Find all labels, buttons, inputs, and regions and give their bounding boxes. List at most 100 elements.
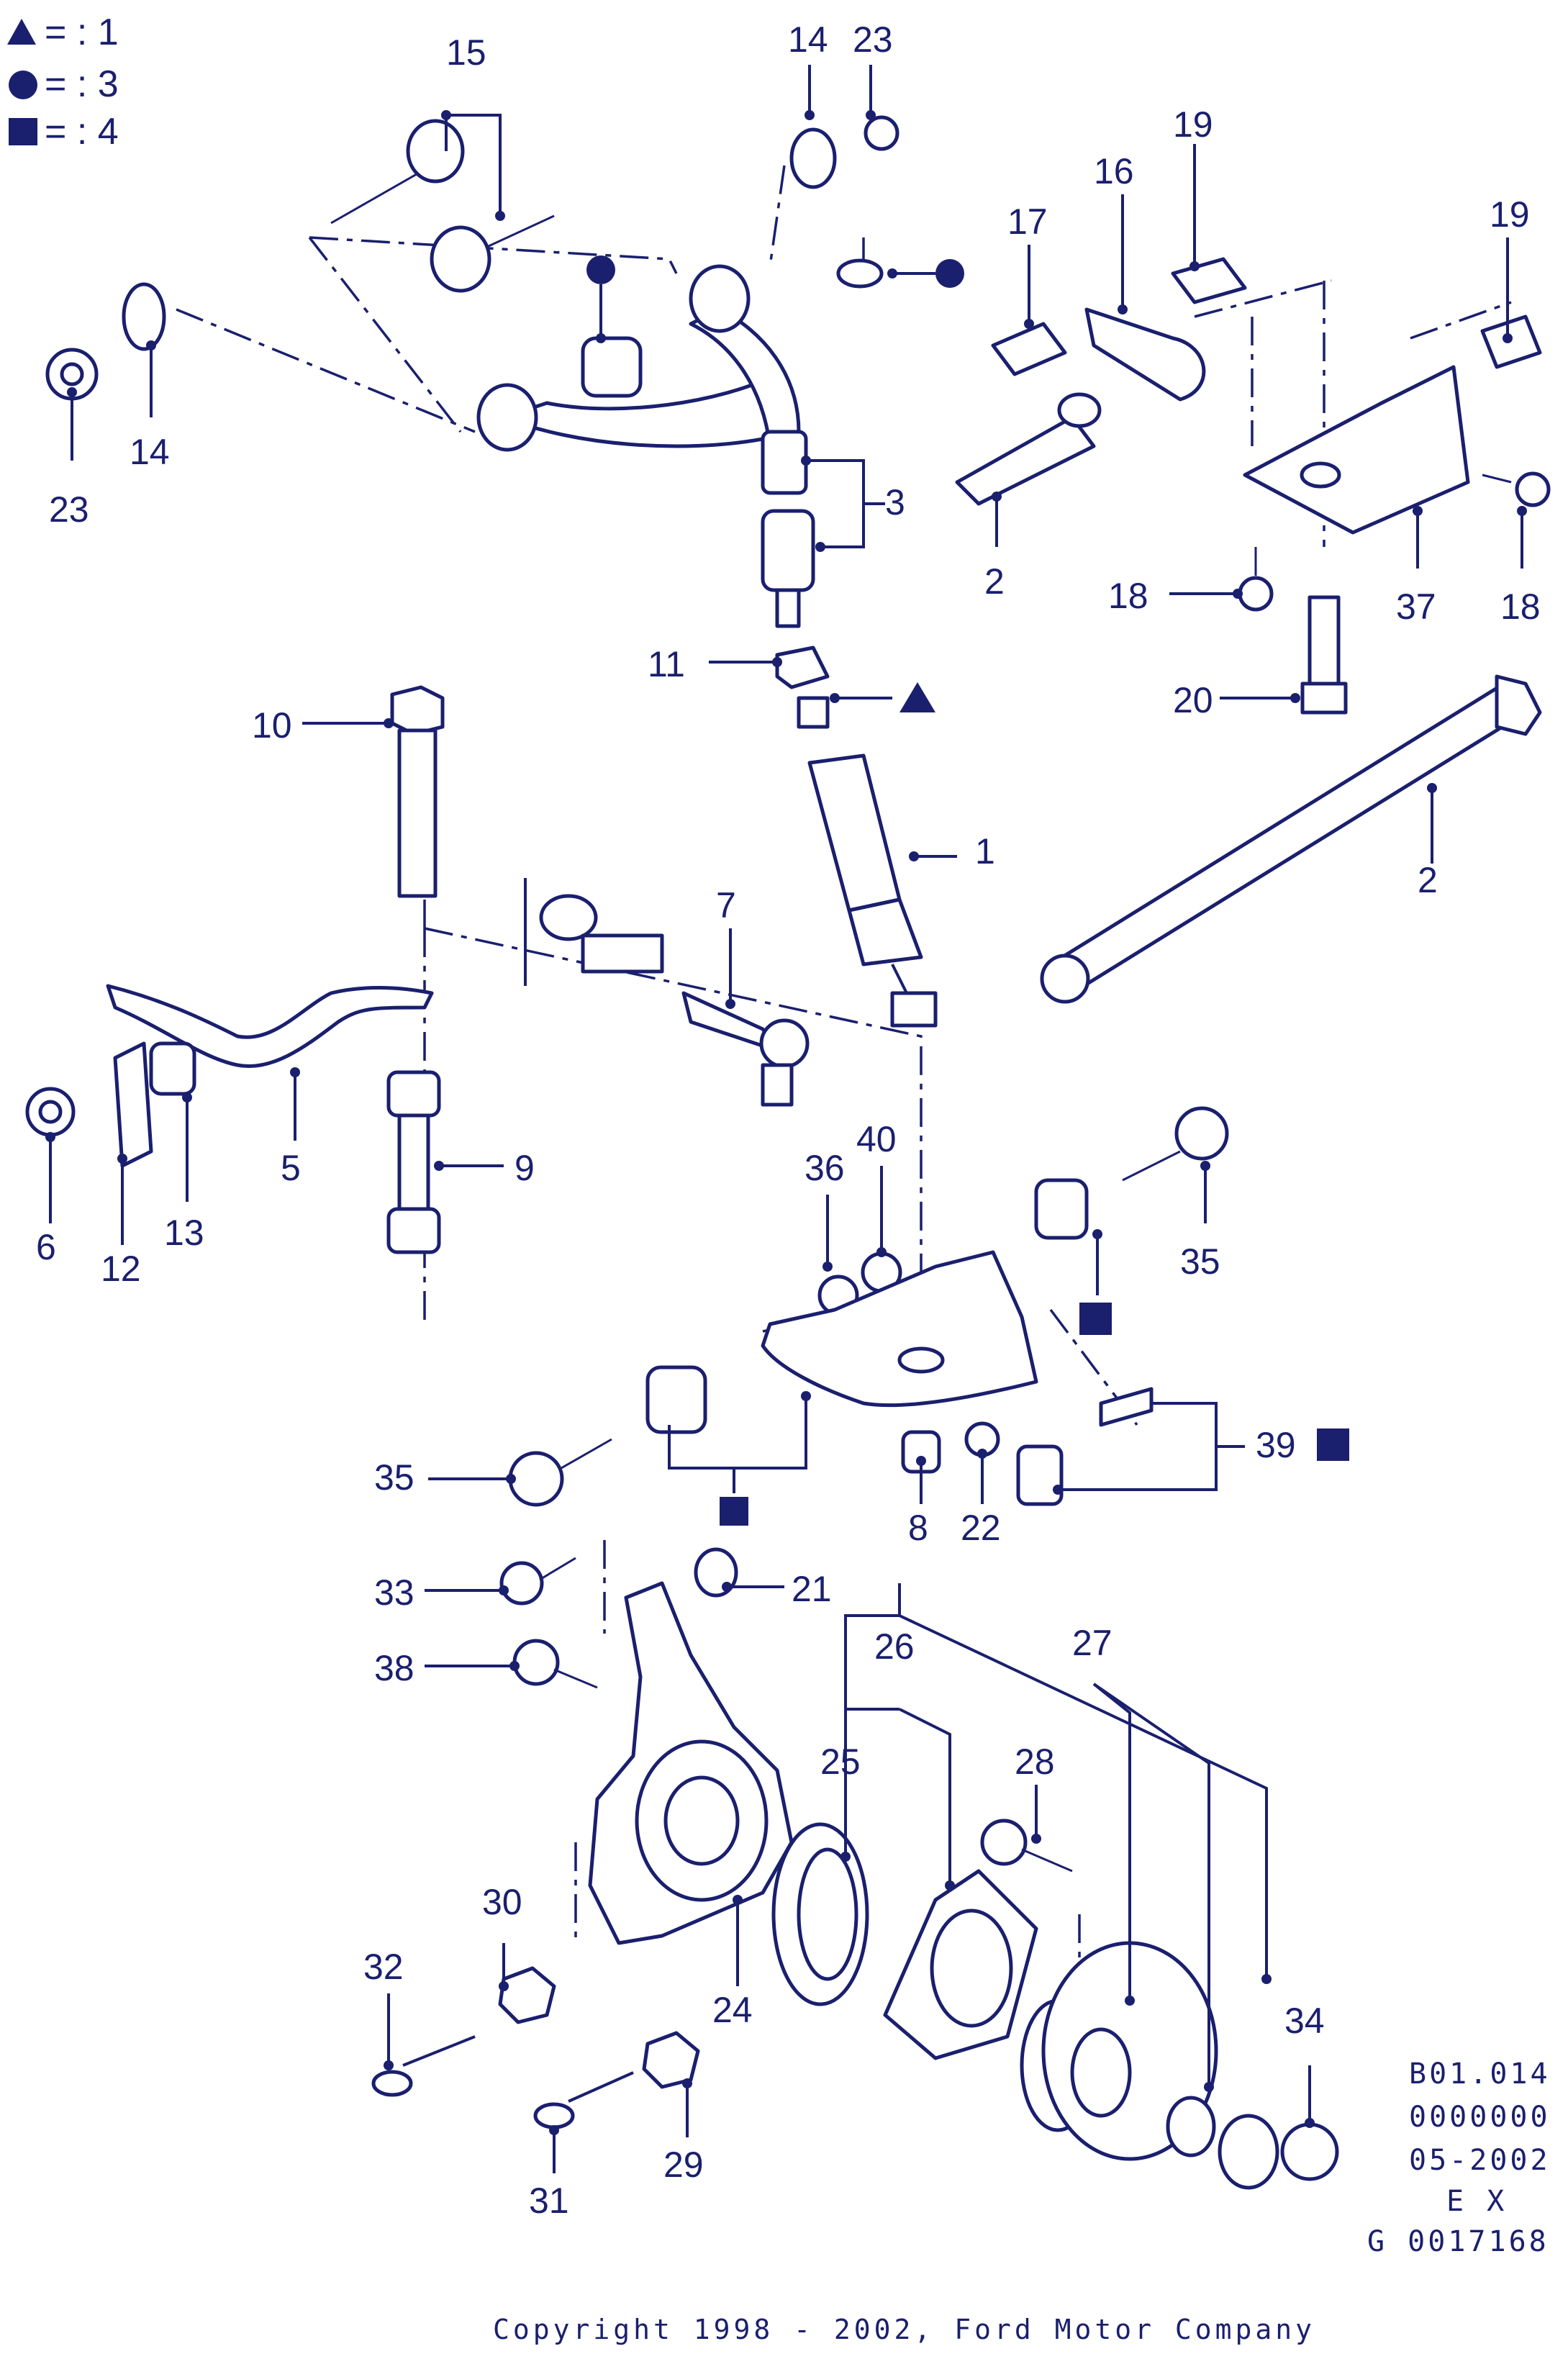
- callout-31: 31: [529, 2181, 569, 2221]
- callout-20: 20: [1173, 680, 1213, 720]
- bracket-19-b: [1480, 314, 1542, 369]
- callout-17: 17: [1007, 202, 1048, 242]
- callout-13: 13: [164, 1213, 204, 1253]
- callout-14-left: 14: [130, 432, 170, 472]
- ball-joint-39: [1016, 1303, 1349, 1506]
- reference-line-1: B01.014: [1409, 2057, 1551, 2091]
- callout-10: 10: [252, 705, 292, 746]
- callout-14-top: 14: [788, 19, 828, 60]
- callout-18-right: 18: [1500, 587, 1541, 627]
- callout-7: 7: [716, 885, 736, 925]
- callout-29: 29: [663, 2145, 704, 2185]
- legend-triangle-symbol: [7, 19, 36, 45]
- copyright-text: Copyright 1998 - 2002, Ford Motor Compan…: [493, 2314, 1315, 2345]
- callout-19-a: 19: [1173, 104, 1213, 145]
- callout-24: 24: [712, 1990, 753, 2030]
- end-link-7: [681, 991, 810, 1107]
- bolt-18-left: [1238, 547, 1274, 612]
- callout-5: 5: [281, 1148, 301, 1188]
- callout-38: 38: [374, 1648, 414, 1688]
- hub-27: [1020, 1941, 1218, 2161]
- callout-30: 30: [482, 1882, 522, 1922]
- reference-line-3: 05-2002: [1409, 2144, 1551, 2177]
- callout-22: 22: [961, 1508, 1001, 1548]
- callout-18-left: 18: [1108, 576, 1148, 616]
- callout-37: 37: [1396, 587, 1436, 627]
- callout-34: 34: [1284, 2001, 1325, 2041]
- seal-25: [771, 1822, 869, 2006]
- bearing-housing-26: [883, 1869, 1038, 2060]
- bracket-12: [113, 1041, 153, 1168]
- pin-2-short: [955, 392, 1102, 506]
- upper-control-arm-3: [476, 264, 815, 628]
- bracket-19-a: [1171, 257, 1247, 304]
- rod-2-long: [1040, 674, 1542, 1004]
- callout-23-top: 23: [853, 19, 893, 60]
- callout-40: 40: [856, 1119, 897, 1159]
- callout-15: 15: [446, 32, 486, 73]
- reference-line-2: 0000000: [1409, 2101, 1551, 2134]
- callout-labels: 15 14 23 14 23 3 17 16 19 19 2 18 18 37 …: [36, 19, 1541, 2221]
- callout-35-left: 35: [374, 1457, 414, 1498]
- legend-square-symbol: [9, 118, 37, 145]
- bushing-circle-right: [836, 258, 964, 289]
- legend: = : 1 = : 3 = : 4: [7, 12, 119, 153]
- cotter-pin-31: [533, 2071, 634, 2129]
- legend-square-text: = : 4: [45, 111, 119, 153]
- nut-6: [25, 1087, 76, 1137]
- cam-16: [1084, 307, 1206, 402]
- bolt-18-right: [1482, 471, 1551, 507]
- reference-line-4: E X: [1446, 2185, 1507, 2218]
- callout-2-short: 2: [984, 561, 1005, 602]
- bolt-upper-link: [524, 878, 664, 986]
- callout-23-left: 23: [49, 489, 89, 530]
- callout-9: 9: [515, 1148, 535, 1188]
- callout-6: 6: [36, 1227, 56, 1267]
- callout-28: 28: [1015, 1742, 1055, 1782]
- plate-17: [991, 322, 1067, 376]
- callout-12: 12: [101, 1249, 141, 1289]
- link-9: [386, 1070, 441, 1254]
- shock-absorber-1: [797, 696, 938, 1028]
- upper-bolts-15: [330, 119, 555, 293]
- bolt-28: [980, 1819, 1073, 1873]
- parts-8-22: [901, 1421, 1000, 1474]
- bolt-10: [390, 685, 445, 898]
- nut-11: [775, 646, 830, 689]
- legend-triangle-text: = : 1: [45, 12, 119, 53]
- callout-3: 3: [885, 482, 905, 522]
- callout-21: 21: [792, 1569, 832, 1609]
- legend-circle-text: = : 3: [45, 63, 119, 105]
- cotter-pin-32: [371, 2035, 476, 2097]
- bushing-35-left: [508, 1365, 748, 1526]
- stabilizer-bar-5: [106, 984, 434, 1068]
- callout-2-long: 2: [1418, 860, 1438, 900]
- callout-33: 33: [374, 1572, 414, 1613]
- nut-29: [642, 2031, 700, 2089]
- bushing-35-right: [1034, 1106, 1229, 1240]
- bolt-38: [512, 1639, 598, 1689]
- bracket-37: [1243, 365, 1470, 535]
- bolt-20: [1300, 595, 1348, 715]
- leader-lines: [45, 65, 1527, 2173]
- washer-nut-34: [1166, 2096, 1339, 2190]
- bushing-circle-upper: [581, 255, 643, 398]
- callout-39: 39: [1256, 1425, 1296, 1465]
- lower-control-arm: [761, 1250, 1038, 1408]
- callout-35-right: 35: [1180, 1241, 1220, 1282]
- legend-circle-symbol: [9, 71, 37, 99]
- reference-block: B01.014 0000000 05-2002 E X G 0017168 0: [1367, 2057, 1568, 2258]
- callout-32: 32: [363, 1947, 404, 1987]
- callout-27: 27: [1072, 1623, 1112, 1663]
- washer-14-left: [122, 282, 166, 351]
- callout-19-b: 19: [1490, 194, 1530, 235]
- reference-line-5: G 0017168 0: [1367, 2225, 1568, 2258]
- callout-8: 8: [908, 1508, 928, 1548]
- nut-23-right: [864, 115, 899, 151]
- washer-14-right: [789, 127, 837, 189]
- callout-16: 16: [1094, 151, 1134, 191]
- callout-26: 26: [874, 1626, 915, 1667]
- bolt-33: [499, 1557, 576, 1606]
- bushing-13: [149, 1041, 196, 1096]
